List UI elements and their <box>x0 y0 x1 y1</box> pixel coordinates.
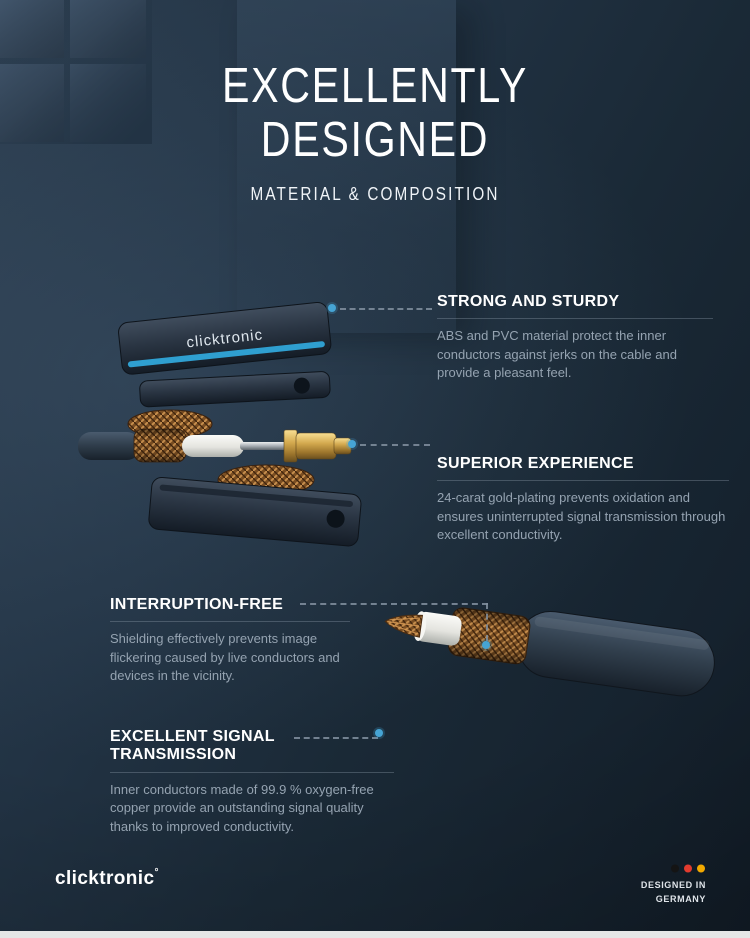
made-in-line-1: DESIGNED IN <box>640 880 706 890</box>
heading-rule <box>110 771 394 773</box>
title-backdrop-panel <box>237 0 456 333</box>
feature-body: Inner conductors made of 99.9 % oxygen-f… <box>110 781 374 834</box>
designed-in-germany-badge: DESIGNED IN GERMANY <box>641 864 706 907</box>
leader-dot-interruption-free <box>482 641 490 649</box>
cable-cross-section-illustration <box>384 607 715 697</box>
page-title: EXCELLENTLY DESIGNED <box>60 59 690 168</box>
tile-wall-texture <box>0 0 152 144</box>
feature-excellent-signal-transmission: EXCELLENT SIGNAL TRANSMISSION Inner cond… <box>110 728 394 836</box>
feature-heading: EXCELLENT SIGNAL TRANSMISSION <box>110 728 275 764</box>
header: EXCELLENTLY DESIGNED MATERIAL & COMPOSIT… <box>0 59 750 205</box>
cable-jacket <box>78 432 140 460</box>
white-dielectric <box>182 435 244 457</box>
made-in-line-2: GERMANY <box>655 894 706 905</box>
connector-exploded-illustration: clicktronic <box>78 301 362 547</box>
connector-mid-shell <box>139 371 331 408</box>
leader-line-superior-experience <box>360 444 430 446</box>
heading-rule <box>110 621 350 623</box>
feature-body: 24-carat gold-plating prevents oxidation… <box>437 490 726 543</box>
gold-plated-connector <box>283 429 352 463</box>
page-subtitle: MATERIAL & COMPOSITION <box>250 183 500 204</box>
german-flag-dots <box>671 864 705 873</box>
leader-dot-superior-experience <box>348 440 356 448</box>
tile <box>70 0 146 58</box>
white-dielectric <box>415 611 462 646</box>
accent-stripe <box>127 341 325 368</box>
flag-dot-black <box>671 864 679 873</box>
heading-rule <box>437 318 713 320</box>
flag-dot-gold <box>697 864 705 873</box>
flag-dot-red <box>684 864 692 873</box>
center-pin <box>240 442 288 450</box>
leader-line-interruption-free-vertical <box>486 603 488 641</box>
title-line-2: DESIGNED <box>260 112 490 167</box>
feature-heading: STRONG AND STURDY <box>437 293 620 310</box>
leader-dot-strong-sturdy <box>328 304 336 312</box>
leader-dot-signal-transmission <box>375 729 383 737</box>
feature-heading: INTERRUPTION-FREE <box>110 596 284 613</box>
brand-logo-text: clicktronic <box>55 868 155 889</box>
feature-body: Shielding effectively prevents image fli… <box>110 631 340 684</box>
connector-bottom-shell <box>148 477 362 547</box>
brand-trademark-ring: ° <box>154 867 159 878</box>
connector-cable-core <box>78 428 352 463</box>
feature-strong-and-sturdy: STRONG AND STURDY ABS and PVC material p… <box>437 293 713 383</box>
title-line-1: EXCELLENTLY <box>222 59 528 113</box>
tile <box>0 0 64 58</box>
leader-line-signal-transmission <box>294 737 378 739</box>
feature-superior-experience: SUPERIOR EXPERIENCE 24-carat gold-platin… <box>437 455 729 545</box>
copper-center-conductor <box>384 614 424 638</box>
feature-interruption-free: INTERRUPTION-FREE Shielding effectively … <box>110 596 350 686</box>
feature-body: ABS and PVC material protect the inner c… <box>437 328 677 381</box>
leader-line-strong-sturdy <box>340 308 432 310</box>
feature-heading: SUPERIOR EXPERIENCE <box>437 455 634 472</box>
connector-top-shell: clicktronic <box>118 301 332 375</box>
heading-rule <box>437 480 729 482</box>
brand-logo: clicktronic° <box>55 868 159 890</box>
leader-line-interruption-free <box>300 603 488 605</box>
bottom-border-strip <box>0 931 750 938</box>
